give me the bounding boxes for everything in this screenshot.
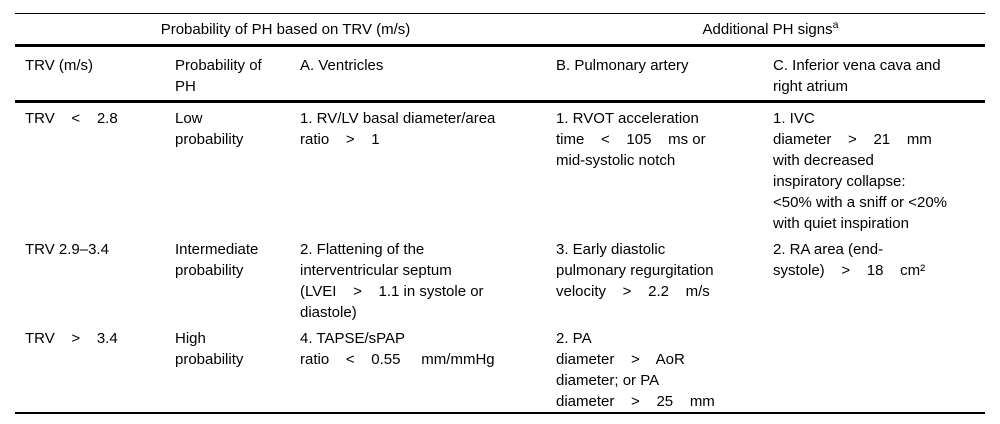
group-header-row: Probability of PH based on TRV (m/s) Add… bbox=[15, 13, 986, 47]
group-header-additional-label: Additional PH signs bbox=[702, 20, 833, 38]
table-row-intermediate-probability: TRV 2.9–3.4 Intermediate probability 2. … bbox=[15, 234, 985, 323]
cell-row1-ivc-ra: 1. IVC diameter > 21 mm with decreased i… bbox=[773, 110, 947, 232]
ph-probability-table-wrapper: Probability of PH based on TRV (m/s) Add… bbox=[15, 13, 986, 414]
cell-row3-pulmonary-artery: 2. PA diameter > AoR diameter; or PA dia… bbox=[556, 330, 715, 410]
column-header-probability-of-ph: Probability of PH bbox=[175, 45, 300, 103]
table-row-high-probability: TRV > 3.4 High probability 4. TAPSE/sPAP… bbox=[15, 323, 985, 413]
cell-row1-trv: TRV < 2.8 bbox=[25, 110, 118, 127]
cell-row3-ivc-ra bbox=[773, 323, 985, 413]
cell-row1-pulmonary-artery: 1. RVOT acceleration time < 105 ms or mi… bbox=[556, 110, 706, 169]
cell-row3-ventricles: 4. TAPSE/sPAP ratio < 0.55 mm/mmHg bbox=[300, 330, 495, 368]
group-header-probability-label: Probability of PH based on TRV (m/s) bbox=[160, 20, 411, 38]
cell-row2-trv: TRV 2.9–3.4 bbox=[25, 241, 109, 258]
group-header-additional-signs: Additional PH signsa bbox=[556, 13, 986, 47]
cell-row2-ventricles: 2. Flattening of the interventricular se… bbox=[300, 241, 484, 321]
footnote-marker-a: a bbox=[832, 18, 839, 31]
column-header-trv: TRV (m/s) bbox=[15, 45, 175, 103]
cell-row2-probability: Intermediate probability bbox=[175, 241, 259, 279]
cell-row2-ivc-ra: 2. RA area (end- systole) > 18 cm² bbox=[773, 241, 926, 279]
column-header-ivc-ra: C. Inferior vena cava and right atrium bbox=[773, 45, 986, 103]
cell-row1-ventricles: 1. RV/LV basal diameter/area ratio > 1 bbox=[300, 110, 496, 148]
cell-row3-trv: TRV > 3.4 bbox=[25, 330, 118, 347]
cell-row2-pulmonary-artery: 3. Early diastolic pulmonary regurgitati… bbox=[556, 241, 714, 300]
column-header-pulmonary-artery: B. Pulmonary artery bbox=[556, 45, 773, 103]
cell-row1-probability: Low probability bbox=[175, 110, 244, 148]
column-header-ventricles: A. Ventricles bbox=[300, 45, 556, 103]
group-header-probability: Probability of PH based on TRV (m/s) bbox=[15, 13, 556, 47]
ph-probability-table: Probability of PH based on TRV (m/s) Add… bbox=[15, 13, 986, 414]
column-header-row: TRV (m/s) Probability of PH A. Ventricle… bbox=[15, 45, 986, 103]
table-row-low-probability: TRV < 2.8 Low probability 1. RV/LV basal… bbox=[15, 102, 985, 235]
cell-row3-probability: High probability bbox=[175, 330, 244, 368]
